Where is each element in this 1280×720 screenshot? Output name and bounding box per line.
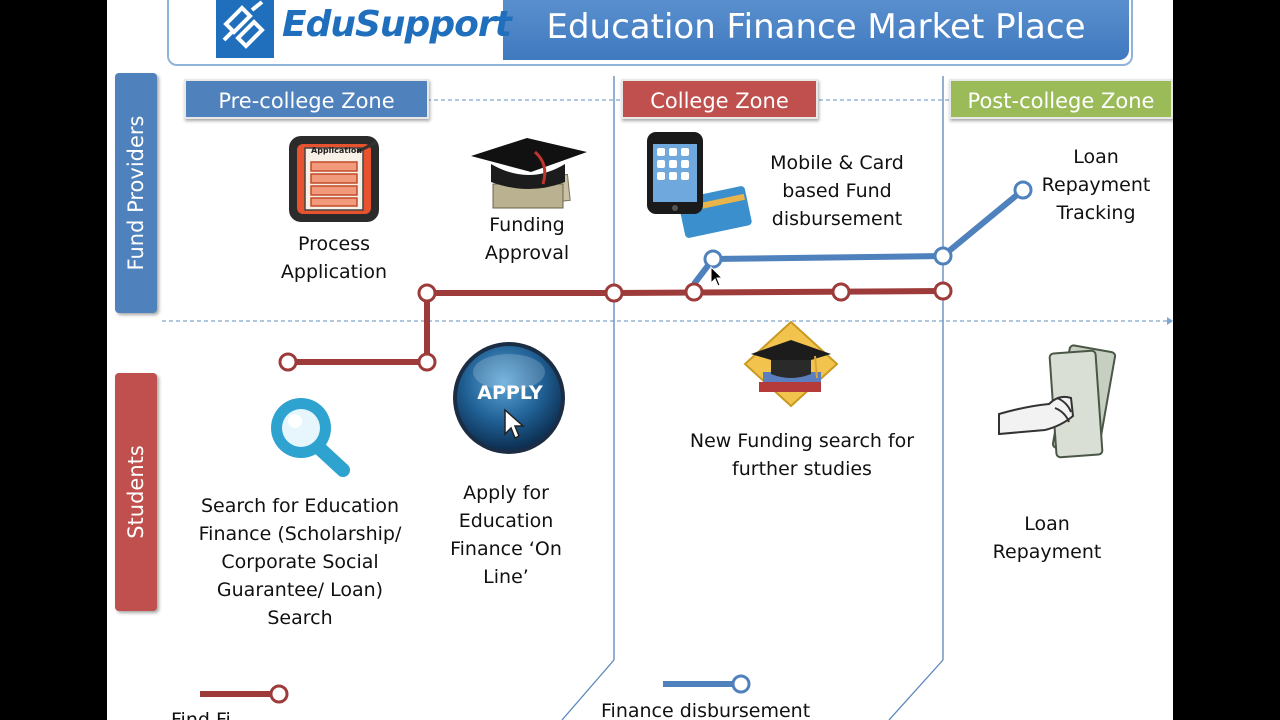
header-title: Education Finance Market Place (546, 7, 1086, 47)
apply-button-icon: APPLY (451, 340, 569, 458)
new-funding-text: New Funding search for further studies (689, 430, 915, 480)
red-node (278, 352, 298, 372)
blue-node (703, 249, 723, 269)
mobile-card-text: Mobile & Card based Fund disbursement (770, 152, 904, 230)
apply-text: Apply for Education Finance ‘On Line’ (450, 482, 562, 588)
logo-text: EduSupport (282, 4, 512, 45)
red-node (933, 281, 953, 301)
graduation-cap-money-icon (469, 134, 589, 214)
graduation-books-icon (743, 320, 839, 408)
mouse-cursor-icon (710, 266, 724, 287)
funding-approval-text: Funding Approval (484, 214, 570, 264)
red-node (684, 282, 704, 302)
blue-node (1013, 180, 1033, 200)
application-form-icon: Application (287, 134, 383, 224)
red-node (417, 352, 437, 372)
loan-tracking-text: Loan Repayment Tracking (1041, 146, 1151, 224)
zone-post-college: Post-college Zone (949, 79, 1173, 119)
search-text: Search for Education Finance (Scholarshi… (198, 495, 402, 629)
red-node (604, 283, 624, 303)
apply-button-label: APPLY (477, 382, 543, 404)
magnifier-icon (265, 394, 355, 480)
loan-repayment-text: Loan Repayment (992, 513, 1102, 563)
blue-node (731, 674, 751, 694)
slide: Education Finance Market Place EduSuppor… (107, 0, 1173, 720)
logo: EduSupport (216, 0, 512, 60)
zone-pre-college: Pre-college Zone (184, 79, 429, 119)
header-title-bg (503, 0, 1129, 60)
legend-red-label: Find Fi (171, 709, 231, 720)
legend-blue-label: Finance disbursement (601, 700, 811, 720)
fund-providers-label: Fund Providers (115, 73, 157, 313)
money-hand-icon (997, 342, 1129, 468)
red-node (269, 684, 289, 704)
blue-node (933, 246, 953, 266)
process-application-text: Process Application (280, 233, 388, 283)
route-lines (200, 180, 1033, 704)
mobile-phone-icon (645, 130, 753, 238)
red-node (417, 283, 437, 303)
students-label: Students (115, 373, 157, 611)
logo-icon (216, 0, 274, 58)
zone-college: College Zone (621, 79, 818, 119)
application-form-label: Application (311, 146, 363, 155)
red-node (831, 282, 851, 302)
